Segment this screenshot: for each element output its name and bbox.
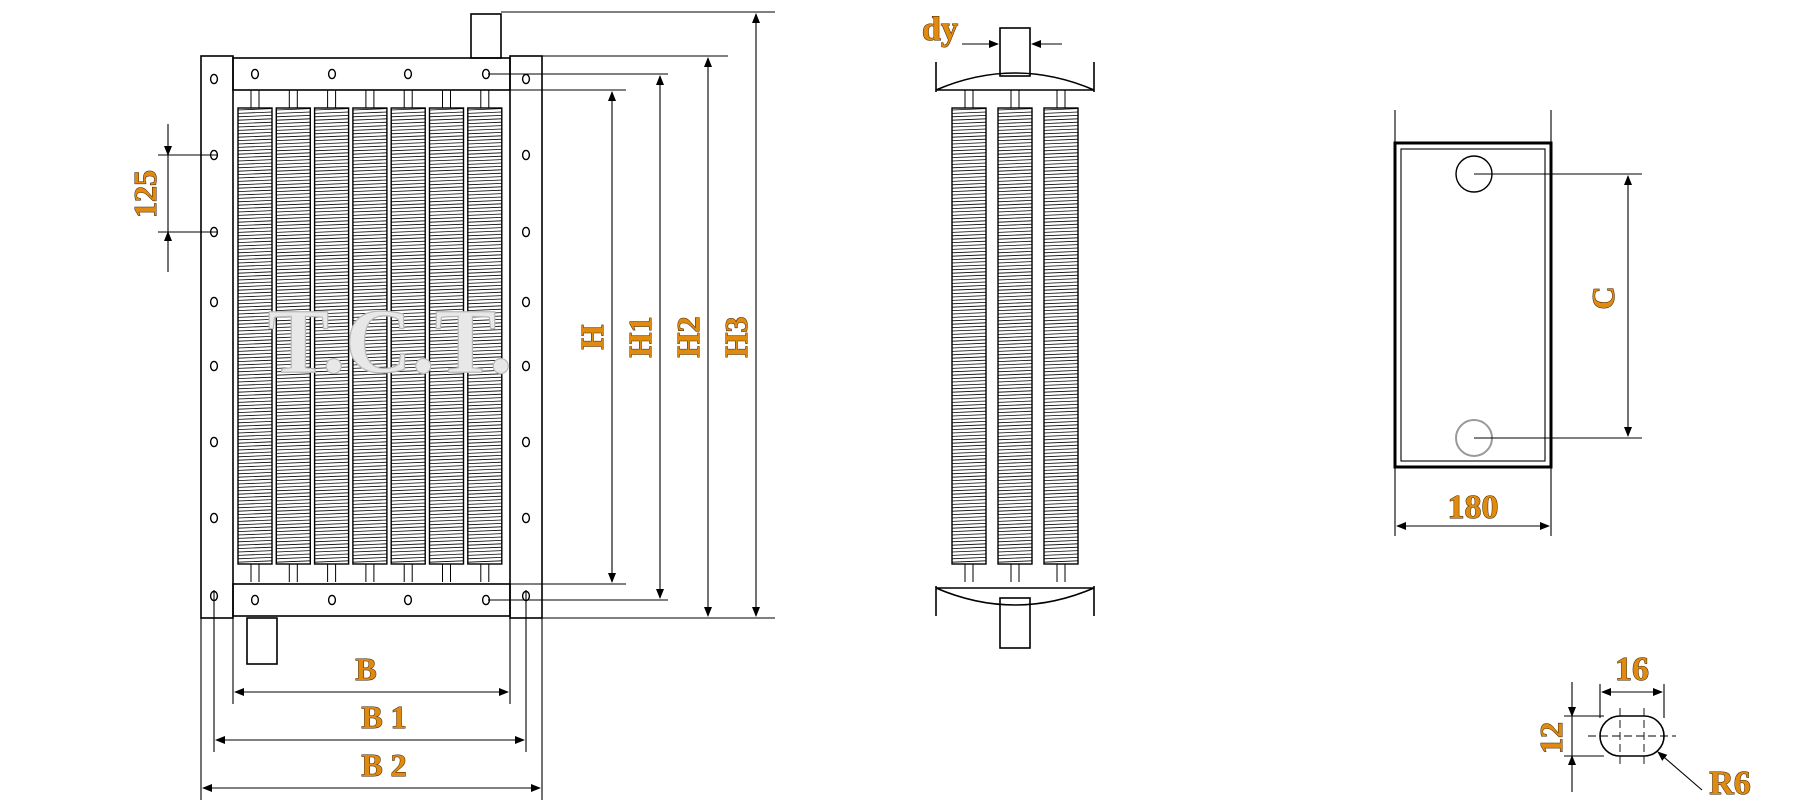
mounting-hole [209, 512, 219, 524]
mounting-hole [209, 436, 219, 448]
mounting-hole [521, 512, 531, 524]
mounting-hole [521, 226, 531, 238]
header-hole [403, 68, 413, 80]
right-plate-holes [521, 73, 531, 602]
dim-label-16: 16 [1615, 651, 1649, 688]
dim-label-h3: H3 [718, 317, 754, 358]
top-header-bar [232, 57, 511, 91]
front-view: T.C.T. H H1 H2 H3 B B 1 B 2 [127, 11, 775, 800]
mounting-hole [521, 149, 531, 161]
finned-tube [997, 90, 1033, 582]
dim-label-180: 180 [1448, 489, 1499, 526]
dim-label-b1: B 1 [361, 699, 406, 735]
dim-label-b: B [355, 651, 376, 687]
bottom-outlet-pipe [246, 617, 278, 665]
finned-tube [390, 90, 426, 582]
mounting-hole [521, 436, 531, 448]
side-top-pipe [999, 27, 1031, 77]
finned-tube [237, 90, 273, 582]
side-view: dy [922, 11, 1095, 649]
mounting-hole [521, 73, 531, 85]
left-flange-plate [200, 55, 234, 619]
bottom-header-bar [232, 583, 511, 617]
slot-detail: 16 12 R6 [1533, 651, 1752, 803]
top-inlet-pipe [470, 13, 502, 59]
right-flange-plate [509, 55, 543, 619]
dim-label-12: 12 [1533, 722, 1569, 754]
finned-tube [1043, 90, 1079, 582]
dim-label-c: C [1585, 286, 1621, 309]
dim-label-r6: R6 [1709, 765, 1751, 802]
flange-plate-inner [1400, 148, 1546, 462]
header-hole [250, 68, 260, 80]
mounting-hole [521, 360, 531, 372]
finned-tube [428, 90, 465, 582]
header-hole [327, 594, 337, 606]
dim-label-b2: B 2 [361, 747, 406, 783]
header-hole [327, 68, 337, 80]
flange-view: C 180 [1393, 110, 1642, 536]
header-bar-holes [250, 68, 491, 606]
side-bottom-header [935, 587, 1095, 606]
side-bottom-pipe [999, 597, 1031, 649]
finned-tube [313, 90, 350, 582]
dim-label-h: H [574, 324, 610, 349]
mounting-hole [209, 296, 219, 308]
header-hole [250, 594, 260, 606]
finned-tube [352, 90, 388, 582]
watermark: T.C.T. [268, 290, 513, 392]
dim-label-dy: dy [922, 11, 958, 48]
mounting-hole [521, 296, 531, 308]
header-hole [403, 594, 413, 606]
dim-label-h1: H1 [622, 317, 658, 358]
side-top-header [935, 72, 1095, 91]
left-plate-holes [209, 73, 219, 602]
finned-tube [951, 90, 987, 582]
mounting-hole [209, 73, 219, 85]
finned-tube [467, 90, 503, 582]
finned-tube [275, 90, 311, 582]
finned-heating-tubes [237, 90, 503, 582]
side-finned-tubes [951, 90, 1079, 582]
dim-label-125: 125 [127, 170, 163, 218]
dim-label-h2: H2 [670, 317, 706, 358]
mounting-hole [209, 360, 219, 372]
